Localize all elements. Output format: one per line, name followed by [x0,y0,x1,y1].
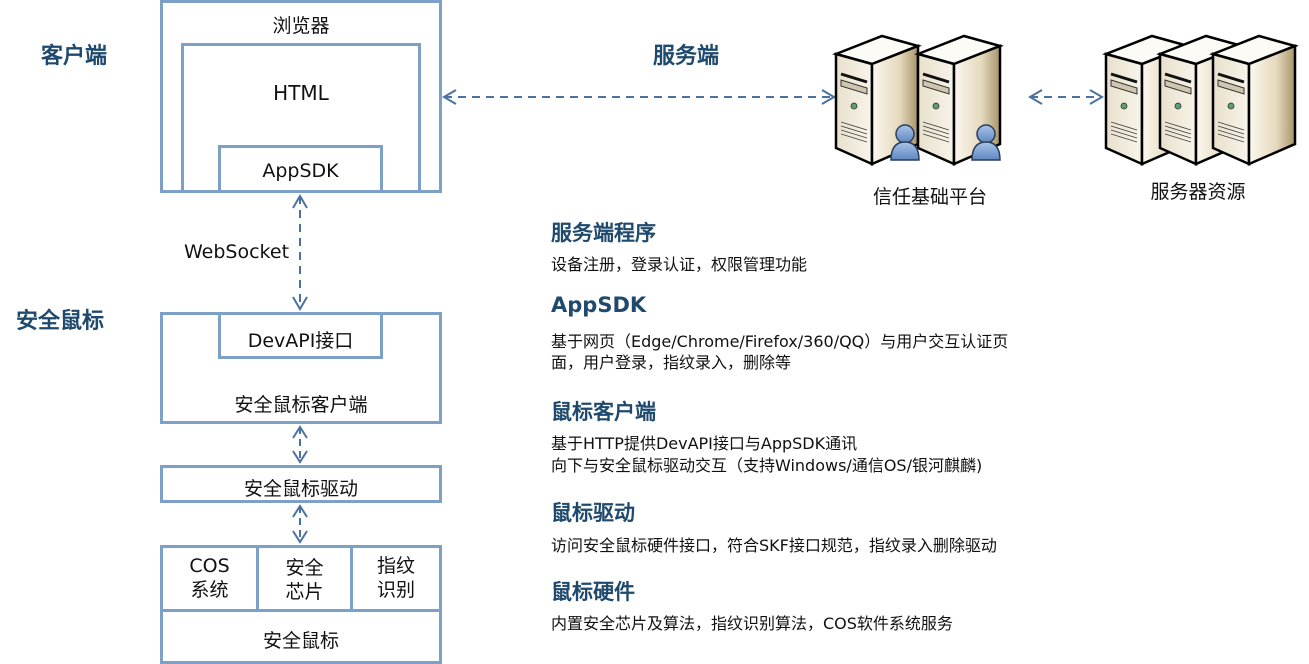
desc-text-mouse-client-1: 基于HTTP提供DevAPI接口与AppSDK通讯 [551,434,858,453]
desc-title-appsdk: AppSDK [551,293,647,317]
desc-text-mouse-hardware: 内置安全芯片及算法，指纹识别算法，COS软件系统服务 [551,614,953,633]
server-section-label: 服务端 [653,44,720,69]
browser-to-server-arrow [442,89,836,105]
cos-line1: COS [189,555,230,577]
secure-mouse-section-label: 安全鼠标 [16,309,105,334]
trust-platform-caption: 信任基础平台 [872,186,987,208]
hardware-label: 安全鼠标 [262,630,339,652]
chip-line2: 芯片 [285,581,324,603]
hardware-cell-cos: COS 系统 [160,545,259,612]
server-resources-icon [1104,34,1297,166]
desc-text-mouse-client-2: 向下与安全鼠标驱动交互（支持Windows/通信OS/银河麒麟) [551,456,983,475]
client-section-label: 客户端 [41,44,108,69]
websocket-arrow [292,194,308,311]
desc-title-mouse-driver: 鼠标驱动 [551,501,635,525]
fp-line2: 识别 [376,579,415,601]
desc-text-mouse-driver: 访问安全鼠标硬件接口，符合SKF接口规范，指纹录入删除驱动 [551,536,997,555]
fp-line1: 指纹 [376,555,415,577]
chip-line1: 安全 [285,557,324,579]
desc-title-mouse-hardware: 鼠标硬件 [551,580,635,604]
cos-line2: 系统 [190,579,229,601]
platform-to-resources-arrow [1028,89,1104,105]
trust-platform-server-icon [834,34,1002,166]
driver-hardware-arrow [292,504,308,544]
client-driver-arrow [292,425,308,464]
driver-box: 安全鼠标驱动 [160,465,442,503]
desc-text-server-program: 设备注册，登录认证，权限管理功能 [551,255,808,274]
devapi-label: DevAPI接口 [247,330,354,352]
hardware-cell-fingerprint: 指纹 识别 [350,545,442,612]
mouse-client-label: 安全鼠标客户端 [234,394,368,416]
desc-text-appsdk-1: 基于网页（Edge/Chrome/Firefox/360/QQ）与用户交互认证页 [551,332,1009,351]
websocket-label: WebSocket [184,241,290,263]
server-resources-caption: 服务器资源 [1150,181,1246,203]
browser-bottom-border [160,190,442,193]
appsdk-box: AppSDK [218,145,383,193]
driver-label: 安全鼠标驱动 [243,478,358,500]
appsdk-label: AppSDK [262,160,339,182]
html-label: HTML [273,81,329,105]
desc-title-mouse-client: 鼠标客户端 [551,400,656,424]
desc-title-server-program: 服务端程序 [551,221,656,245]
desc-text-appsdk-2: 面，用户登录，指纹录入，删除等 [551,353,792,372]
devapi-box: DevAPI接口 [218,312,383,359]
browser-label: 浏览器 [272,15,330,37]
